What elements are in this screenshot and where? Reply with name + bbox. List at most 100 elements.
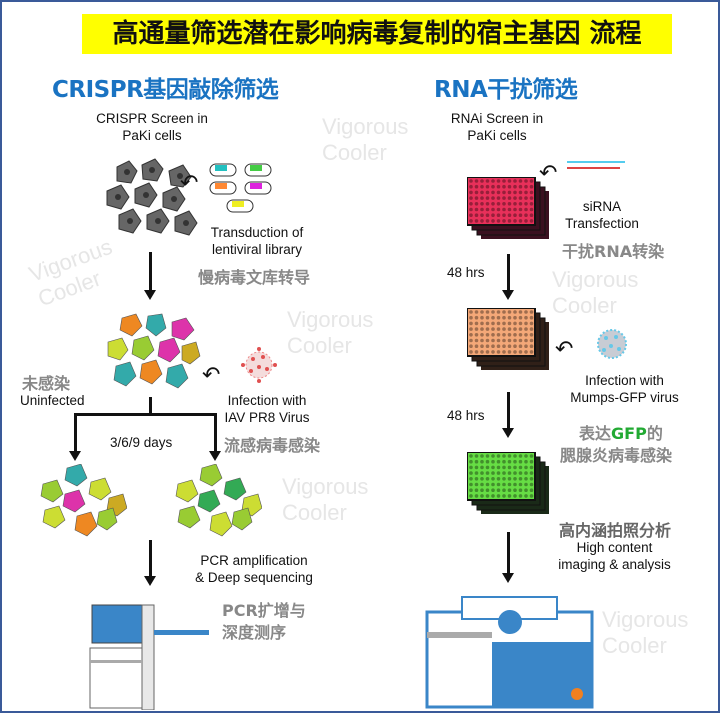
- plate-well: [507, 315, 512, 320]
- plate-well: [496, 190, 501, 195]
- plate-well: [480, 315, 484, 320]
- plate-well: [513, 338, 517, 343]
- mumps-virus-icon: [597, 329, 627, 359]
- plate-well: [502, 327, 506, 331]
- plate-well: [480, 494, 484, 498]
- plate-well: [518, 488, 523, 492]
- plate-well: [529, 333, 534, 337]
- plate-well: [491, 190, 495, 195]
- plate-well: [513, 488, 517, 492]
- plate-well: [524, 477, 528, 481]
- text-line: imaging & analysis: [558, 557, 671, 572]
- plate-well: [513, 494, 517, 498]
- plate-well: [507, 196, 512, 200]
- plate-well: [474, 310, 479, 314]
- plate-well: [474, 207, 479, 212]
- plate-well: [513, 333, 517, 337]
- curved-arrow-icon: ↶: [539, 160, 558, 185]
- plate-well: [469, 213, 473, 217]
- plate-well: [485, 350, 490, 354]
- plate-well: [485, 321, 490, 326]
- plate-well: [491, 488, 495, 492]
- plate-well: [513, 213, 517, 217]
- plate-well: [518, 465, 523, 470]
- plate-well: [485, 338, 490, 343]
- gfp-text: GFP: [611, 424, 647, 443]
- plate-well: [507, 190, 512, 195]
- plate-well: [491, 207, 495, 212]
- curved-arrow-icon: ↶: [555, 336, 574, 361]
- plate-well: [507, 459, 512, 464]
- plate-well: [529, 179, 534, 183]
- plate-well: [513, 202, 517, 206]
- plate-well: [496, 315, 501, 320]
- plate-well: [485, 333, 490, 337]
- plate-well: [513, 196, 517, 200]
- plate-well: [485, 310, 490, 314]
- plate-well: [518, 219, 523, 223]
- plate-well: [529, 202, 534, 206]
- plate-well: [491, 338, 495, 343]
- plate-well: [518, 459, 523, 464]
- down-arrow: [144, 540, 156, 586]
- plate-well: [507, 179, 512, 183]
- plate-well: [491, 202, 495, 206]
- watermark-line: Vigorous: [287, 307, 374, 332]
- curved-arrow-icon: ↶: [180, 170, 199, 195]
- plate-well: [529, 321, 534, 326]
- plate-well: [502, 344, 506, 348]
- plate-well: [491, 196, 495, 200]
- plate-well: [524, 327, 528, 331]
- plate-well: [491, 494, 495, 498]
- plate-well: [480, 350, 484, 354]
- plate-well: [474, 338, 479, 343]
- plate-well: [491, 333, 495, 337]
- plate-well: [496, 310, 501, 314]
- down-arrow-uninfected: [69, 413, 81, 461]
- plate-well: [518, 184, 523, 189]
- plate-well: [524, 310, 528, 314]
- plate-well: [518, 190, 523, 195]
- plate-well: [491, 327, 495, 331]
- pcr-zh-label: PCR扩增与深度测序: [222, 600, 306, 644]
- plate-well: [480, 465, 484, 470]
- plate-well: [480, 333, 484, 337]
- text-line: RNAi Screen in: [450, 111, 544, 126]
- text-line: Infection with: [227, 393, 307, 408]
- plate-well: [513, 327, 517, 331]
- plate-well: [491, 315, 495, 320]
- plate-well: [474, 219, 479, 223]
- plate-well: [469, 338, 473, 343]
- plate-well: [507, 344, 512, 348]
- plate-well: [474, 477, 479, 481]
- plate-well: [502, 488, 506, 492]
- plate-well: [480, 219, 484, 223]
- plate-well: [518, 315, 523, 320]
- plate-well: [469, 196, 473, 200]
- plate-well: [496, 179, 501, 183]
- plate-well: [524, 315, 528, 320]
- plate-well: [502, 184, 506, 189]
- plate-well: [524, 338, 528, 343]
- uninfected-label: Uninfected: [20, 393, 85, 408]
- plate-well: [485, 315, 490, 320]
- plate-well: [529, 471, 534, 475]
- plate-well: [496, 454, 501, 458]
- down-arrow: [502, 532, 514, 583]
- plate-well: [518, 338, 523, 343]
- plate-well: [474, 459, 479, 464]
- plate-well: [518, 350, 523, 354]
- plate-well: [529, 459, 534, 464]
- plate-well: [507, 465, 512, 470]
- plate-well: [485, 184, 490, 189]
- plate-well: [485, 202, 490, 206]
- plate-well: [502, 459, 506, 464]
- plate-well: [474, 213, 479, 217]
- text-part: 表达: [579, 424, 612, 443]
- plate-well: [491, 219, 495, 223]
- watermark-line: Vigorous: [322, 114, 409, 139]
- plate-well: [474, 327, 479, 331]
- plate-stack-green: [467, 452, 549, 514]
- plate-well: [474, 482, 479, 487]
